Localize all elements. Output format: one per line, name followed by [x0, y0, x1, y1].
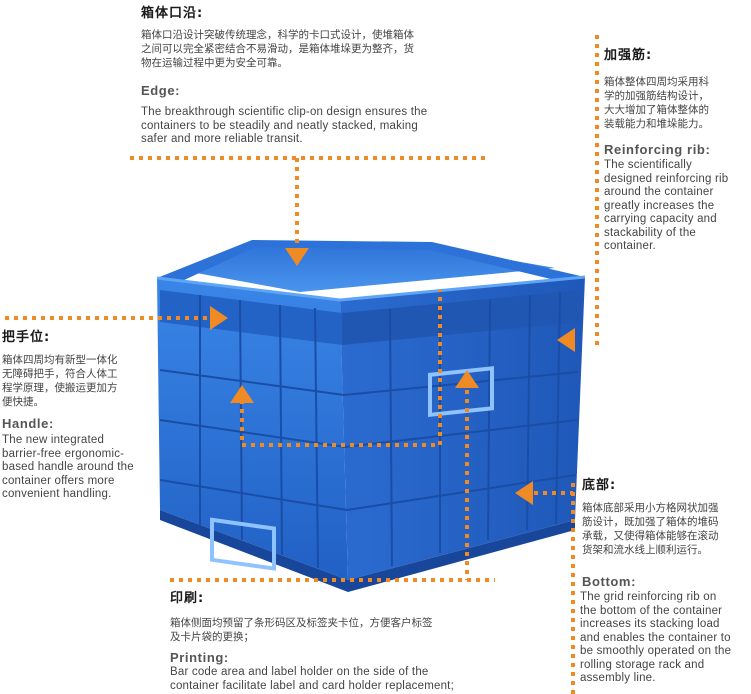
handle-desc-en-line: based handle around the [2, 461, 134, 473]
handle-right [428, 366, 494, 418]
rib-desc-en-line: designed reinforcing rib [604, 172, 729, 185]
rib-desc-cn: 箱体整体四周均采用科 学的加强筋结构设计， 大大增加了箱体整体的 装载能力和堆垛… [604, 75, 709, 131]
rib-desc-cn-line: 大大增加了箱体整体的 [604, 104, 709, 116]
bottom-desc-cn-line: 筋设计，既加强了箱体的堆码 [582, 516, 719, 528]
bottom-desc-en: The grid reinforcing rib on the bottom o… [580, 591, 731, 686]
edge-desc-en-line: containers to be steadily and neatly sta… [141, 119, 418, 132]
rib-desc-en-line: carrying capacity and [604, 213, 717, 225]
handle-desc-cn-line: 无障碍把手，符合人体工 [2, 368, 118, 380]
printing-title-cn: 印刷: [170, 591, 205, 606]
rib-title-cn: 加强筋: [604, 48, 653, 63]
arrow-handle [210, 306, 228, 330]
rib-desc-en-line: around the container [604, 186, 714, 198]
handle-desc-cn-line: 程学原理，使搬运更加方 [2, 382, 118, 394]
crate-front-face [157, 278, 348, 580]
handle-title-en: Handle: [2, 416, 54, 431]
edge-desc-cn-line: 之间可以完全紧密结合不易滑动，是箱体堆垛更为整齐，货 [141, 43, 414, 55]
printing-desc-en: Bar code area and label holder on the si… [170, 666, 454, 693]
handle-desc-en-line: convenient handling. [2, 488, 112, 500]
rib-desc-en-line: greatly increases the [604, 199, 715, 212]
bottom-title-en: Bottom: [582, 574, 637, 589]
bottom-desc-cn-line: 承载，又使得箱体能够在滚动 [582, 530, 719, 542]
printing-desc-en-line: Bar code area and label holder on the si… [170, 666, 429, 678]
rib-desc-en-line: The scientifically [604, 159, 692, 171]
arrow-bottom [515, 481, 533, 505]
arrow-rib [557, 328, 575, 352]
bottom-desc-cn-line: 箱体底部采用小方格网状加强 [582, 502, 719, 514]
rib-desc-cn-line: 学的加强筋结构设计， [604, 90, 709, 102]
arrow-printing-up [455, 370, 479, 388]
bottom-desc-en-line: rolling storage rack and [580, 658, 705, 671]
edge-title-cn: 箱体口沿: [141, 6, 204, 21]
printing-desc-cn-line: 箱体侧面均预留了条形码区及标签夹卡位，方便客户标签 [170, 617, 433, 629]
arrow-edge [285, 248, 309, 266]
rib-desc-en-line: container. [604, 240, 656, 252]
edge-desc-cn-line: 物在运输过程中更为安全可靠。 [141, 57, 288, 69]
printing-desc-en-line: container facilitate label and card hold… [170, 679, 454, 692]
edge-desc-en: The breakthrough scientific clip-on desi… [141, 106, 427, 147]
rib-title-en: Reinforcing rib: [604, 142, 711, 157]
rib-desc-en-line: stackability of the [604, 226, 697, 239]
bottom-desc-en-line: be smoothly operated on the [580, 645, 732, 657]
arrow-handle-up [230, 385, 254, 403]
handle-desc-en-line: barrier-free ergonomic- [2, 447, 125, 460]
rib-desc-cn-line: 装载能力和堆垛能力。 [604, 118, 709, 130]
bottom-desc-cn: 箱体底部采用小方格网状加强 筋设计，既加强了箱体的堆码 承载，又使得箱体能够在滚… [582, 501, 719, 557]
handle-desc-en-line: container offers more [2, 474, 115, 487]
rib-desc-en: The scientifically designed reinforcing … [604, 159, 728, 254]
bottom-desc-en-line: The grid reinforcing rib on [580, 591, 717, 603]
crate-side-face [340, 277, 585, 580]
handle-desc-en-line: The new integrated [2, 434, 105, 446]
bottom-desc-en-line: and enables the container to [580, 631, 731, 644]
handle-desc-en: The new integrated barrier-free ergonomi… [2, 434, 134, 502]
printing-desc-cn-line: 及卡片袋的更换； [170, 631, 254, 643]
printing-desc-cn: 箱体侧面均预留了条形码区及标签夹卡位，方便客户标签 及卡片袋的更换； [170, 616, 433, 644]
printing-title-en: Printing: [170, 650, 229, 665]
edge-desc-en-line: The breakthrough scientific clip-on desi… [141, 106, 428, 118]
edge-title-en: Edge: [141, 83, 181, 98]
handle-title-cn: 把手位: [2, 330, 51, 345]
bottom-desc-cn-line: 货架和流水线上顺利运行。 [582, 544, 708, 556]
callout-lines [5, 35, 599, 694]
bottom-desc-en-line: increases its stacking load [580, 618, 720, 630]
callout-arrows [210, 248, 575, 505]
edge-desc-en-line: safer and more reliable transit. [141, 133, 303, 145]
edge-desc-cn-line: 箱体口沿设计突破传统理念，科学的卡口式设计，使堆箱体 [141, 29, 414, 41]
edge-desc-cn: 箱体口沿设计突破传统理念，科学的卡口式设计，使堆箱体 之间可以完全紧密结合不易滑… [141, 28, 414, 70]
handle-desc-cn-line: 便快捷。 [2, 396, 44, 408]
bottom-desc-en-line: the bottom of the container [580, 604, 723, 617]
rib-desc-cn-line: 箱体整体四周均采用科 [604, 76, 709, 88]
handle-desc-cn: 箱体四周均有新型一体化 无障碍把手，符合人体工 程学原理，使搬运更加方 便快捷。 [2, 353, 118, 409]
crate [156, 240, 586, 592]
bottom-title-cn: 底部: [582, 478, 617, 493]
bottom-desc-en-line: assembly line. [580, 672, 656, 684]
handle-desc-cn-line: 箱体四周均有新型一体化 [2, 354, 118, 366]
handle-left [210, 517, 276, 571]
